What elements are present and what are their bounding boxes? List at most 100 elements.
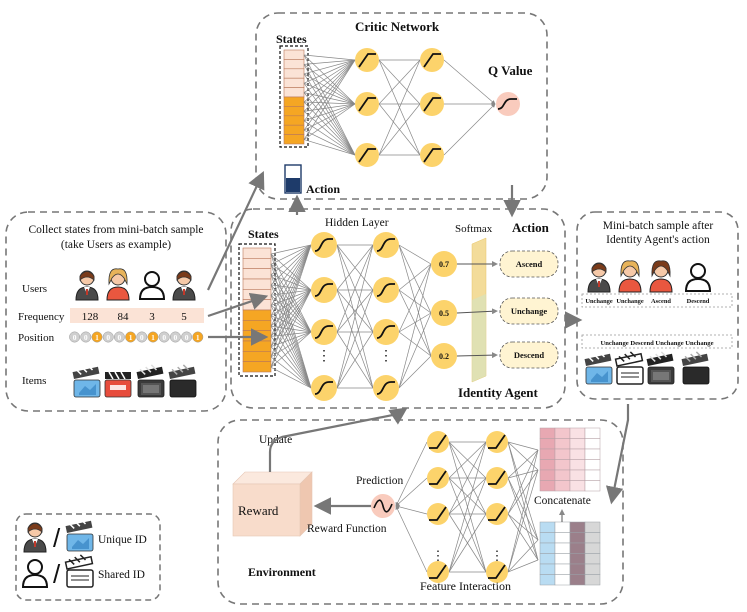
legend-panel — [15, 513, 161, 601]
mb-user-action: Unchange — [585, 298, 613, 305]
critic-network-panel — [255, 12, 548, 200]
env-connection — [448, 513, 487, 573]
critic-state-cell — [283, 115, 305, 126]
embedding-cell — [584, 521, 601, 533]
frequency-value: 84 — [118, 311, 130, 323]
prediction-label: Prediction — [356, 475, 404, 487]
reward-box — [232, 471, 313, 537]
user-shared-icon — [139, 271, 165, 300]
embedding-cell — [554, 542, 571, 554]
mb-user-shared-icon — [685, 263, 711, 292]
agent-probabilities: 0.70.50.2 — [431, 251, 498, 369]
position-bit-value: 0 — [118, 333, 122, 342]
user-unique-male-icon — [75, 270, 99, 301]
embedding-cell — [569, 521, 586, 533]
minibatch-panel — [576, 211, 739, 400]
q-value-label: Q Value — [488, 63, 533, 78]
embedding-cell — [569, 532, 586, 544]
feature-interaction-label: Feature Interaction — [420, 579, 511, 593]
environment-neurons — [427, 431, 508, 583]
critic-neuron — [420, 143, 444, 167]
env-connection — [395, 505, 428, 573]
agent-action-label: Action — [512, 220, 550, 235]
env-connection — [448, 477, 487, 573]
mb-item-outline-clapper-icon — [614, 350, 644, 385]
embedding-cell — [569, 459, 586, 471]
embedding-cell — [569, 469, 586, 481]
prediction-curve — [373, 499, 393, 513]
embedding-cell — [584, 563, 601, 575]
critic-state-cell — [283, 59, 305, 70]
agent-connection — [270, 274, 312, 389]
legend-shared-user-icon — [22, 559, 48, 588]
critic-state-cell — [283, 124, 305, 135]
agent-connection — [336, 244, 374, 333]
embedding-cell — [539, 532, 556, 544]
embedding-cell — [554, 469, 571, 481]
agent-connection — [270, 331, 312, 348]
agent-connections — [270, 244, 432, 389]
agent-connection — [270, 325, 312, 389]
embedding-cell — [554, 438, 571, 450]
critic-connection — [303, 59, 356, 103]
env-connection — [448, 441, 487, 479]
legend-unique-user-icon — [23, 522, 47, 553]
output-arrow — [456, 352, 498, 359]
agent-connection — [270, 356, 312, 389]
embedding-cell — [539, 438, 556, 450]
collect-title-line1: Collect states from mini-batch sample — [28, 224, 203, 236]
critic-state-cell — [283, 77, 305, 88]
critic-state-cell — [283, 87, 305, 98]
embedding-cell — [554, 427, 571, 439]
agent-connection — [398, 263, 432, 291]
action-box — [499, 297, 559, 325]
embedding-cell — [539, 574, 556, 586]
agent-connection — [270, 289, 312, 296]
agent-connection — [270, 346, 312, 389]
critic-connection — [378, 59, 421, 156]
agent-connection — [270, 331, 312, 368]
agent-connection — [270, 244, 312, 337]
agent-state-cell — [242, 299, 272, 311]
critic-network-title: Critic Network — [355, 19, 440, 34]
hidden-neuron — [373, 232, 399, 258]
critic-connection — [303, 59, 356, 75]
critic-state-cell — [283, 49, 305, 60]
position-bit-value: 0 — [84, 333, 88, 342]
agent-state-cell — [242, 268, 272, 280]
critic-connection — [303, 59, 356, 84]
agent-connection — [270, 253, 312, 389]
mb-user-unique-female2-icon — [649, 260, 673, 293]
action-box — [499, 341, 559, 369]
critic-state-cell — [283, 106, 305, 117]
env-neuron — [486, 503, 508, 525]
embedding-cell — [584, 553, 601, 565]
embedding-cell — [539, 448, 556, 460]
item-unique-blue-clapper-icon — [71, 363, 101, 398]
mb-item-black-clapper-icon — [680, 350, 710, 385]
mb-item-actions: Unchange Descend Unchange Unchange — [600, 340, 713, 347]
agent-connection — [336, 331, 374, 389]
user-unique-male2-icon — [172, 270, 196, 301]
reward-function-label: Reward Function — [307, 523, 387, 535]
embedding-cell — [584, 469, 601, 481]
embedding-cell — [569, 448, 586, 460]
items-label: Items — [22, 375, 46, 387]
item-shared-dark-clapper-icon — [135, 363, 165, 398]
agent-connection — [398, 355, 432, 389]
agent-connection — [336, 289, 374, 389]
embedding-cell — [554, 459, 571, 471]
env-connection — [507, 441, 539, 561]
agent-connection — [270, 331, 312, 358]
env-connection — [507, 449, 539, 515]
embedding-cell — [539, 542, 556, 554]
frequency-value: 128 — [82, 311, 99, 323]
critic-neuron — [355, 143, 379, 167]
critic-connection — [303, 103, 356, 122]
collect-title-line2: (take Users as example) — [61, 239, 171, 251]
embedding-cell — [554, 574, 571, 586]
env-connection — [507, 513, 539, 541]
